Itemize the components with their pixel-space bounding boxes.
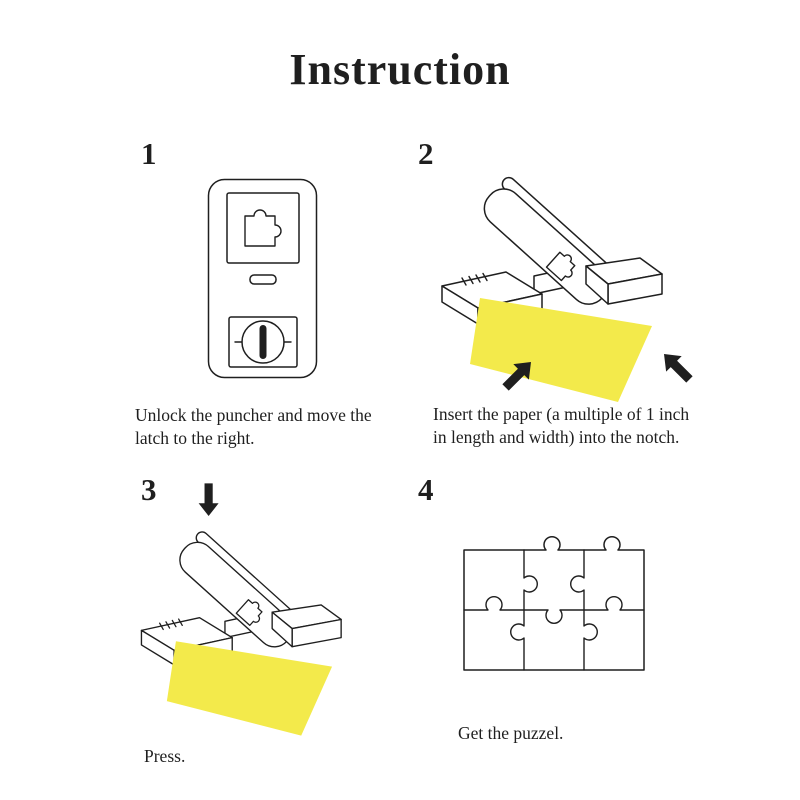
puzzle-vertical-seam-2: [570, 549, 598, 671]
step-3-caption: Press.: [144, 746, 186, 766]
puncher-press-figure: [140, 483, 342, 737]
step-1-label: 1: [141, 136, 157, 171]
puzzle-horizontal-seam: [463, 596, 645, 624]
step-2-label: 2: [418, 136, 434, 171]
step-4-caption: Get the puzzel.: [458, 723, 564, 743]
puzzle-outer-border: [463, 535, 645, 671]
step-4-label: 4: [418, 472, 434, 507]
arrow-up-left-icon: [664, 354, 693, 383]
puncher-insert-paper-figure: [441, 174, 693, 403]
step-2-caption: Insert the paper (a multiple of 1 inch i…: [433, 404, 690, 448]
arrow-up-right-icon: [502, 362, 531, 391]
latch-bar: [259, 325, 267, 359]
puzzle-piece-icon: [244, 209, 282, 247]
puzzle-vertical-seam-1: [510, 549, 538, 671]
arrow-down-icon: [198, 483, 219, 517]
step-1-caption: Unlock the puncher and move the latch to…: [135, 405, 372, 449]
page-title: Instruction: [289, 45, 511, 94]
puzzle-grid-figure: [463, 535, 645, 671]
puncher-front-figure: [207, 178, 318, 379]
paper-slot: [249, 274, 277, 285]
punch-window: [226, 192, 300, 264]
step-3-label: 3: [141, 472, 157, 507]
